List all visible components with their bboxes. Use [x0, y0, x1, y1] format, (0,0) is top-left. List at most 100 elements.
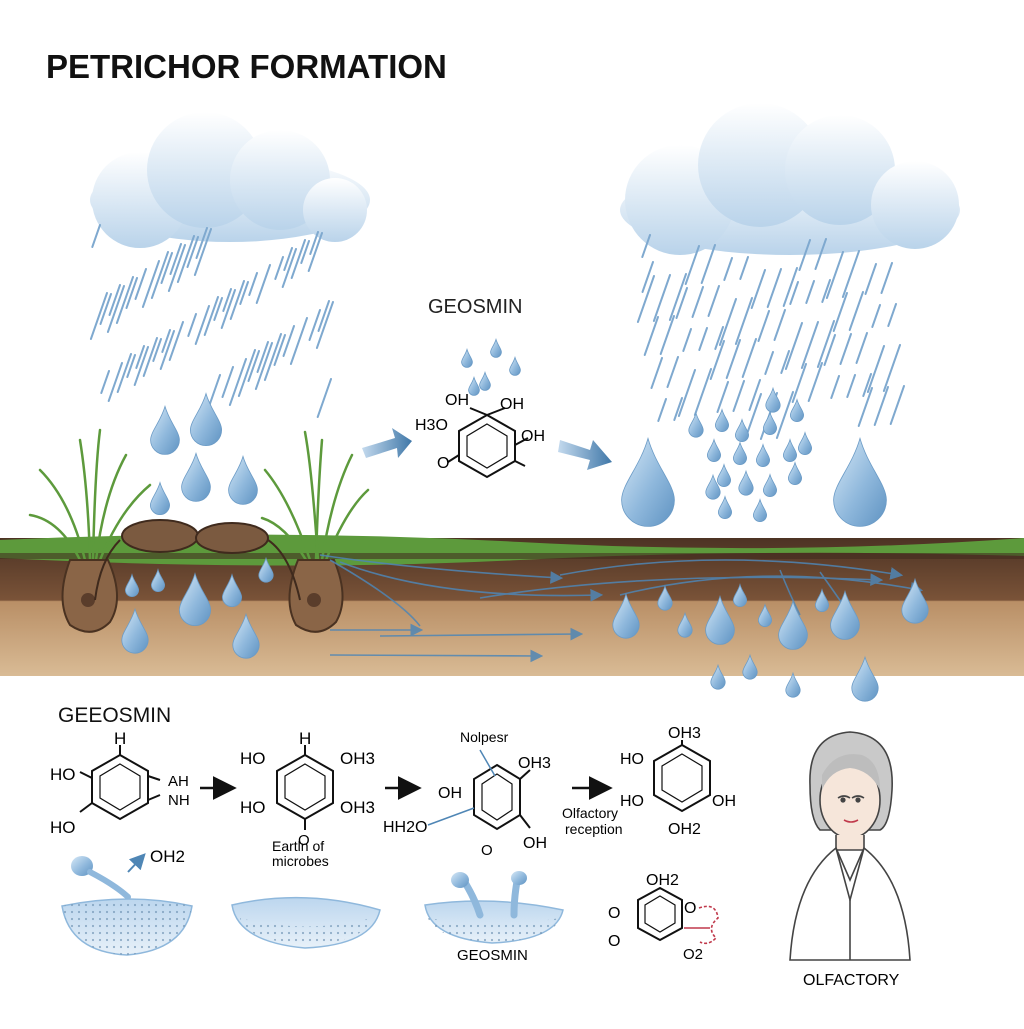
rain-streak [887, 303, 897, 327]
water-drop [181, 451, 211, 502]
water-drop [778, 599, 808, 650]
mol5-label-o-top: O [608, 905, 620, 922]
rain-streak [228, 358, 247, 406]
rain-streak [108, 284, 121, 316]
rain-streak [263, 333, 282, 381]
rain-streak [307, 232, 323, 272]
rain-streak [643, 316, 659, 356]
rain-streak [880, 262, 893, 294]
rain-streak [832, 292, 848, 332]
rain-streak [748, 379, 761, 411]
water-drop [612, 592, 640, 639]
water-label-oh2: OH2 [150, 847, 185, 866]
rain-streak [308, 309, 321, 341]
rain-streak [800, 321, 819, 369]
rain-streak [766, 268, 782, 308]
mol2-label-ho-bottom: HO [240, 798, 266, 817]
mol2-label-ho-top: HO [240, 749, 266, 768]
water-drop [228, 454, 258, 505]
rain-streak [187, 313, 197, 337]
rain-streak [126, 354, 136, 378]
water-drop [189, 392, 223, 446]
rain-streak [668, 273, 687, 321]
water-drop [734, 418, 750, 442]
rain-streak [106, 285, 125, 333]
rain-streak [677, 369, 696, 417]
mol4-label-oh2: OH2 [668, 821, 701, 838]
water-drop [782, 438, 798, 462]
rain-streak [693, 368, 712, 416]
rain-streak [317, 300, 330, 332]
rain-streak [107, 362, 123, 402]
water-drop [742, 653, 758, 680]
arrow-molecule-to-right [558, 440, 612, 470]
upper-mol-label-1: OH [445, 392, 469, 409]
falling-droplet [71, 853, 146, 900]
rain-streak [150, 251, 169, 299]
mol4-label-ho-top: HO [620, 751, 644, 768]
rain-streak [805, 280, 815, 304]
molecule-1: H HO HO AH NH [50, 729, 190, 837]
mol3-label-oh: OH [438, 785, 462, 802]
rain-streak [248, 272, 258, 296]
rain-streak [698, 327, 708, 351]
water-drop [468, 375, 480, 396]
rain-streak [169, 243, 182, 275]
water-drop [657, 584, 673, 611]
rain-streak [709, 340, 725, 380]
water-drop [232, 612, 260, 659]
rain-streak [315, 301, 334, 349]
water-drop [149, 481, 171, 515]
rain-streak [161, 329, 171, 353]
mol5-label-o-right: O [684, 900, 696, 917]
rain-streak [254, 342, 273, 390]
water-drop [765, 386, 781, 413]
water-drop [688, 411, 704, 438]
rain-streak [283, 247, 293, 271]
rain-streak [659, 315, 675, 355]
rain-streak [650, 357, 663, 389]
rain-streak [222, 288, 232, 312]
root-bulb-left [61, 559, 119, 633]
mol5-label-o2: O2 [683, 946, 703, 963]
water-drop [717, 495, 733, 519]
right-cloud [620, 103, 960, 255]
rain-streak [159, 330, 175, 370]
rain-streak [115, 276, 134, 324]
molecule-4: OH3 HO HO OH OH2 [620, 725, 736, 838]
rain-streak [725, 339, 741, 379]
rain-streak [273, 334, 286, 366]
petri-dish-1 [61, 898, 193, 956]
rain-streak [873, 386, 889, 426]
rain-streak [160, 252, 173, 284]
mol3-label-oh3: OH3 [518, 755, 551, 772]
rain-streak [221, 366, 234, 398]
rain-streak [300, 240, 310, 264]
rain-streak [134, 268, 147, 300]
left-rain [89, 224, 334, 422]
water-drop [706, 438, 722, 462]
soil-flow-lines [319, 554, 924, 663]
mol3-label-oh-bottom: OH [523, 835, 547, 852]
rain-streak [864, 263, 877, 295]
rain-streak [309, 231, 319, 255]
water-drop [757, 603, 773, 627]
water-drop [714, 408, 730, 432]
rain-streak [176, 235, 195, 283]
rain-streak [256, 341, 269, 373]
page-title: PETRICHOR FORMATION [46, 48, 447, 85]
water-drop [851, 655, 879, 702]
mol3-label-note: Nolpesr [460, 729, 509, 745]
rain-streak [732, 380, 745, 412]
rain-streak [675, 287, 688, 319]
rain-streak [866, 345, 885, 393]
rain-streak [247, 350, 260, 382]
lower-heading: GEEOSMIN [58, 704, 171, 727]
water-drop [461, 347, 473, 368]
rain-streak [723, 257, 733, 281]
person-label: OLFACTORY [803, 972, 900, 989]
rain-streak [152, 338, 162, 362]
upper-molecule: OH OH H3O OH O [415, 392, 545, 479]
